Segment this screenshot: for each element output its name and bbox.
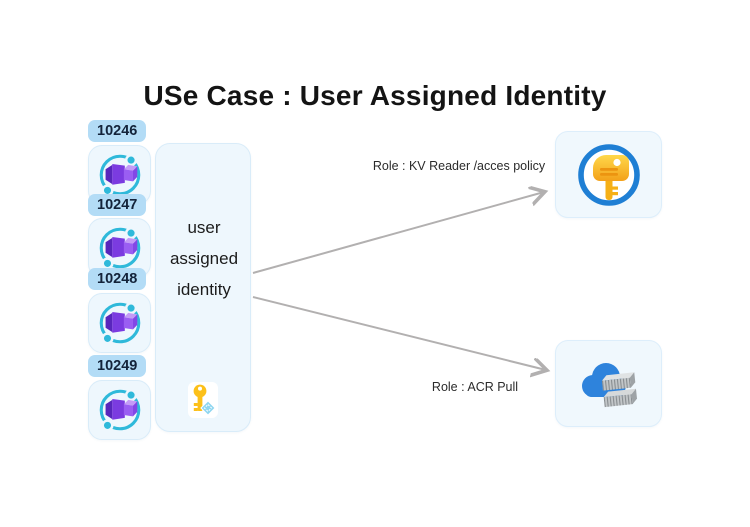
app-id-badge: 10248 bbox=[88, 268, 147, 290]
managed-identity-key-icon bbox=[188, 382, 218, 418]
acr-role-label: Role : ACR Pull bbox=[431, 380, 519, 394]
page-title: USe Case : User Assigned Identity bbox=[143, 80, 607, 111]
key-vault-card bbox=[555, 131, 662, 218]
app-id-badge: 10247 bbox=[88, 194, 147, 216]
container-app-icon bbox=[99, 226, 140, 270]
arrow-to-key-vault bbox=[252, 192, 544, 274]
user-assigned-identity-box: user assigned identity bbox=[155, 143, 251, 432]
container-app-card bbox=[88, 380, 151, 440]
key-vault-icon bbox=[577, 143, 640, 206]
container-app-icon bbox=[99, 388, 140, 432]
container-registry-icon bbox=[581, 362, 637, 407]
kv-role-label: Role : KV Reader /acces policy bbox=[372, 159, 546, 173]
container-app-icon bbox=[99, 153, 140, 197]
container-app-icon bbox=[99, 301, 140, 345]
app-id-badge: 10249 bbox=[88, 355, 147, 377]
container-registry-card bbox=[555, 340, 662, 427]
arrow-to-container-registry bbox=[252, 296, 546, 370]
container-app-card bbox=[88, 293, 151, 353]
identity-label: user assigned identity bbox=[169, 218, 239, 299]
app-id-badge: 10246 bbox=[88, 120, 147, 142]
